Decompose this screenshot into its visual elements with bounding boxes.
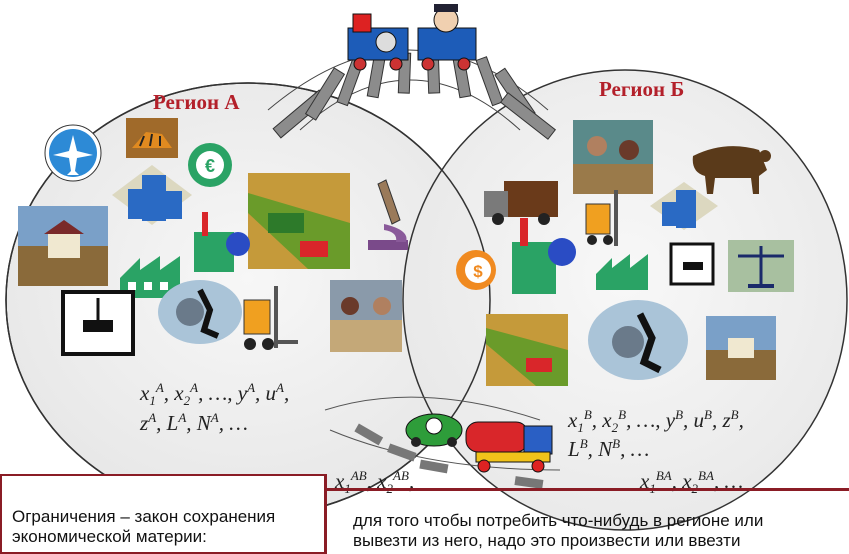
constraints-line-1: Ограничения – закон сохранения [12,507,276,526]
scales-icon [728,240,794,292]
office-meeting-picture [330,280,402,352]
businessmen-gears-icon [588,300,688,380]
toy-train-icon [347,13,409,71]
region-b-title: Регион Б [599,77,685,101]
region-a-variables-line-1: x1A, x2A, …, yA, uA, [140,380,290,409]
house-landscape-picture [706,316,776,380]
office-workers-picture [573,120,653,194]
farm-harvest-picture [486,314,568,386]
crane-load-icon [669,242,715,286]
house-landscape-picture [18,206,108,286]
flow-ab-variables: x1AB, x2AB, [335,468,415,496]
conservation-law-text: для того чтобы потребить что-нибудь в ре… [353,511,763,551]
region-a-title: Регион А [153,90,240,114]
cow-icon [692,146,771,194]
toy-train-icon [417,4,477,71]
constraints-text: Ограничения – закон сохранения экономиче… [12,507,275,547]
crane-load-icon [61,290,135,356]
factory-globe-icon [194,212,250,272]
toy-truck-icon [465,421,553,473]
road-bridge [324,396,561,489]
farm-harvest-picture [248,173,350,269]
dollar-icon: $ [456,250,496,290]
region-b-variables-line-2: LB, NB, … [568,436,650,461]
businessmen-gears-icon [158,280,242,344]
conservation-line-1: для того чтобы потребить что-нибудь в ре… [353,511,764,530]
office-building-icon [650,182,718,230]
region-b-variables-line-1: x1B, x2B, …, yB, uB, zB, [568,407,744,436]
office-building-icon [112,165,192,225]
constraints-line-2: экономической материи: [12,527,207,546]
forklift-icon [585,190,618,246]
rail-bridge [267,49,557,140]
truck-icon [484,181,558,225]
factory-icon [120,256,180,298]
svg-text:$: $ [473,262,483,281]
microscope-icon [368,179,408,250]
forklift-icon [243,286,298,350]
region-a-variables-line-2: zA, LA, NA, … [140,410,248,435]
factory-icon [596,254,648,290]
flow-ba-variables: x1BA, x2BA, … [640,468,744,496]
airplane-icon [44,124,102,182]
euro-icon: € [188,143,232,187]
tiger-picture [126,118,178,158]
factory-globe-icon [512,218,576,294]
constraints-box: Ограничения – закон сохранения экономиче… [0,474,327,554]
toy-car-icon [405,413,463,447]
svg-text:€: € [205,156,215,176]
conservation-line-2: вывезти из него, надо это произвести или… [353,531,741,550]
divider-line [326,488,849,491]
